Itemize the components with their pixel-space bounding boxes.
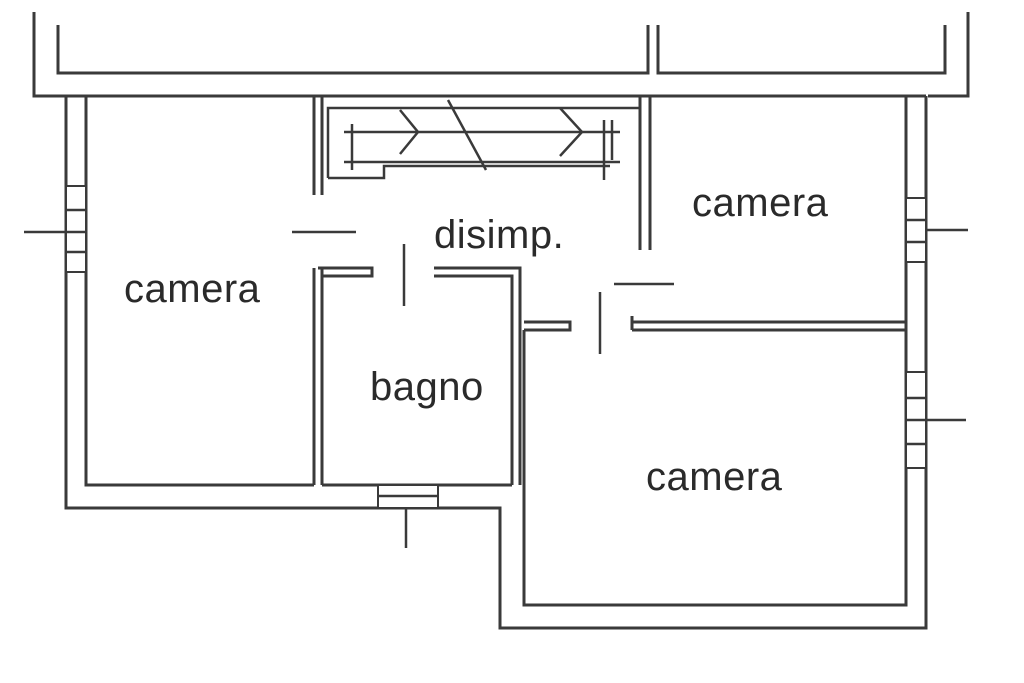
room-labels: camera disimp. camera bagno camera [124, 181, 829, 499]
balcony-outline [32, 12, 970, 98]
window-top-right [905, 197, 927, 263]
room-label-camera-bottom-right: camera [646, 455, 783, 499]
room-label-disimpegno: disimp. [434, 213, 564, 257]
interior-walls [312, 96, 906, 487]
doors [292, 230, 674, 354]
windows [24, 185, 968, 548]
room-label-camera-top-right: camera [692, 181, 829, 225]
room-label-camera-left: camera [124, 267, 261, 311]
room-label-bagno: bagno [370, 365, 484, 409]
outer-walls [64, 94, 928, 630]
window-left [65, 185, 87, 273]
staircase [326, 99, 640, 180]
